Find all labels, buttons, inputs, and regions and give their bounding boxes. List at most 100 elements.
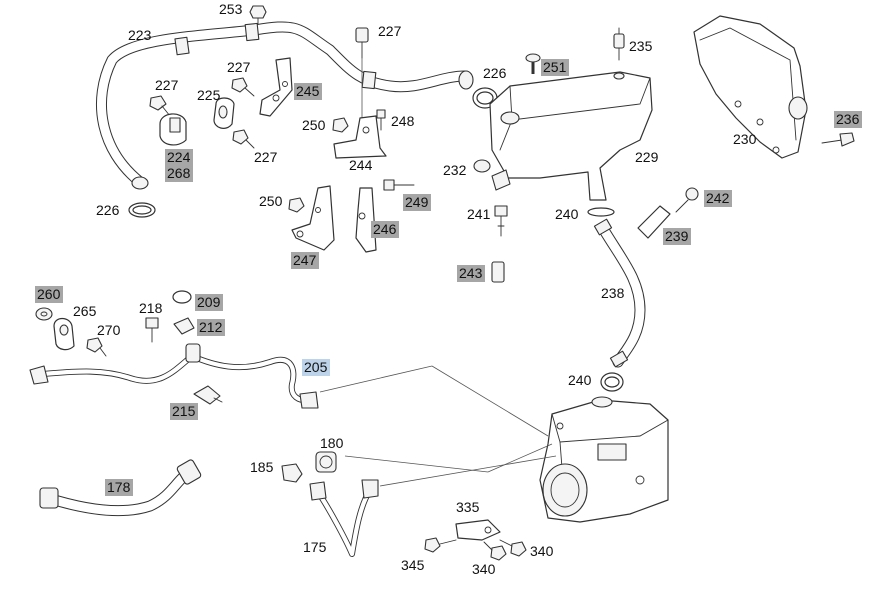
callout-218[interactable]: 218	[139, 300, 163, 316]
bracket-246[interactable]	[355, 187, 377, 253]
bolt-340-b[interactable]	[483, 541, 507, 561]
seal-ring-240-lower[interactable]	[600, 372, 624, 392]
bracket-247[interactable]	[291, 185, 335, 251]
bolt-248[interactable]	[376, 109, 386, 131]
callout-209[interactable]: 209	[195, 294, 223, 311]
callout-250[interactable]: 250	[302, 117, 326, 133]
seal-ring-226-left[interactable]	[128, 202, 156, 218]
callout-212[interactable]: 212	[197, 319, 225, 336]
callout-244[interactable]: 244	[349, 157, 373, 173]
washer-260[interactable]	[35, 307, 53, 321]
callout-178[interactable]: 178	[105, 479, 133, 496]
callout-227[interactable]: 227	[155, 77, 179, 93]
callout-205[interactable]: 205	[302, 359, 330, 376]
screw-251[interactable]	[525, 53, 541, 74]
callout-226[interactable]: 226	[96, 202, 120, 218]
plug-242[interactable]	[675, 187, 699, 213]
callout-227[interactable]: 227	[254, 149, 278, 165]
callout-245[interactable]: 245	[294, 83, 322, 100]
pipe-205[interactable]	[29, 343, 319, 409]
bolt-345[interactable]	[424, 537, 457, 553]
callout-243[interactable]: 243	[457, 265, 485, 282]
clip-212[interactable]	[173, 317, 195, 335]
pipe-175[interactable]	[309, 479, 379, 557]
fitting-241[interactable]	[494, 205, 508, 237]
nut-250-mid[interactable]	[288, 197, 305, 213]
callout-235[interactable]: 235	[629, 38, 653, 54]
callout-230[interactable]: 230	[733, 131, 757, 147]
callout-number: 236	[836, 111, 860, 127]
callout-345[interactable]: 345	[401, 557, 425, 573]
callout-number: 245	[296, 83, 320, 99]
callout-227[interactable]: 227	[378, 23, 402, 39]
bracket-244[interactable]	[333, 115, 387, 159]
seal-ring-240-top[interactable]	[587, 207, 615, 217]
bolt-249[interactable]	[383, 179, 415, 191]
callout-215[interactable]: 215	[170, 403, 198, 420]
callout-250[interactable]: 250	[259, 193, 283, 209]
callout-335[interactable]: 335	[456, 499, 480, 515]
callout-253[interactable]: 253	[219, 1, 243, 17]
callout-175[interactable]: 175	[303, 539, 327, 555]
callout-number: 268	[167, 165, 191, 181]
callout-249[interactable]: 249	[403, 194, 431, 211]
callout-239[interactable]: 239	[663, 228, 691, 245]
callout-240[interactable]: 240	[555, 206, 579, 222]
bolt-227-center[interactable]	[231, 77, 255, 97]
sensor-235[interactable]	[613, 27, 625, 61]
callout-236[interactable]: 236	[834, 111, 862, 128]
air-compressor[interactable]	[539, 396, 669, 523]
spacer-243[interactable]	[491, 261, 505, 283]
callout-180[interactable]: 180	[320, 435, 344, 451]
callout-270[interactable]: 270	[97, 322, 121, 338]
pipe-clamp-225[interactable]	[213, 97, 235, 129]
callout-225[interactable]: 225	[197, 87, 221, 103]
fitting-180[interactable]	[315, 451, 337, 473]
callout-number: 240	[568, 372, 592, 388]
cover-230[interactable]	[693, 15, 808, 159]
plug-185[interactable]	[281, 463, 303, 483]
callout-248[interactable]: 248	[391, 113, 415, 129]
hose-223[interactable]	[96, 21, 474, 190]
clip-224[interactable]	[159, 113, 187, 146]
callout-185[interactable]: 185	[250, 459, 274, 475]
callout-242[interactable]: 242	[704, 190, 732, 207]
fitting-239[interactable]	[637, 205, 671, 239]
bolt-253[interactable]	[249, 5, 267, 25]
flange-335[interactable]	[455, 519, 501, 541]
callout-340[interactable]: 340	[472, 561, 496, 577]
bolt-227-left[interactable]	[149, 95, 171, 117]
callout-251[interactable]: 251	[541, 59, 569, 76]
nut-250-top[interactable]	[332, 117, 349, 133]
callout-229[interactable]: 229	[635, 149, 659, 165]
fitting-218[interactable]	[145, 317, 159, 343]
callout-268[interactable]: 268	[165, 165, 193, 182]
callout-246[interactable]: 246	[371, 221, 399, 238]
bolt-340-a[interactable]	[499, 539, 527, 557]
callout-223[interactable]: 223	[128, 27, 152, 43]
clamp-265[interactable]	[53, 317, 75, 351]
callout-241[interactable]: 241	[467, 206, 491, 222]
callout-238[interactable]: 238	[601, 285, 625, 301]
callout-226[interactable]: 226	[483, 65, 507, 81]
hose-238[interactable]	[593, 218, 646, 368]
callout-number: 229	[635, 149, 659, 165]
cap-232[interactable]	[473, 159, 491, 173]
callout-tag-bg	[457, 265, 485, 282]
hose-178[interactable]	[39, 459, 202, 517]
bolt-236[interactable]	[821, 132, 855, 147]
reservoir-229[interactable]	[489, 71, 653, 201]
bolt-227-lower[interactable]	[232, 129, 255, 149]
callout-340[interactable]: 340	[530, 543, 554, 559]
callout-232[interactable]: 232	[443, 162, 467, 178]
bolt-270[interactable]	[86, 337, 107, 357]
fitting-215[interactable]	[193, 385, 223, 405]
callout-265[interactable]: 265	[73, 303, 97, 319]
callout-247[interactable]: 247	[291, 252, 319, 269]
callout-224[interactable]: 224	[165, 149, 193, 166]
callout-240[interactable]: 240	[568, 372, 592, 388]
callout-227[interactable]: 227	[227, 59, 251, 75]
clamp-209[interactable]	[172, 290, 192, 304]
callout-260[interactable]: 260	[35, 286, 63, 303]
bracket-245[interactable]	[259, 57, 293, 117]
